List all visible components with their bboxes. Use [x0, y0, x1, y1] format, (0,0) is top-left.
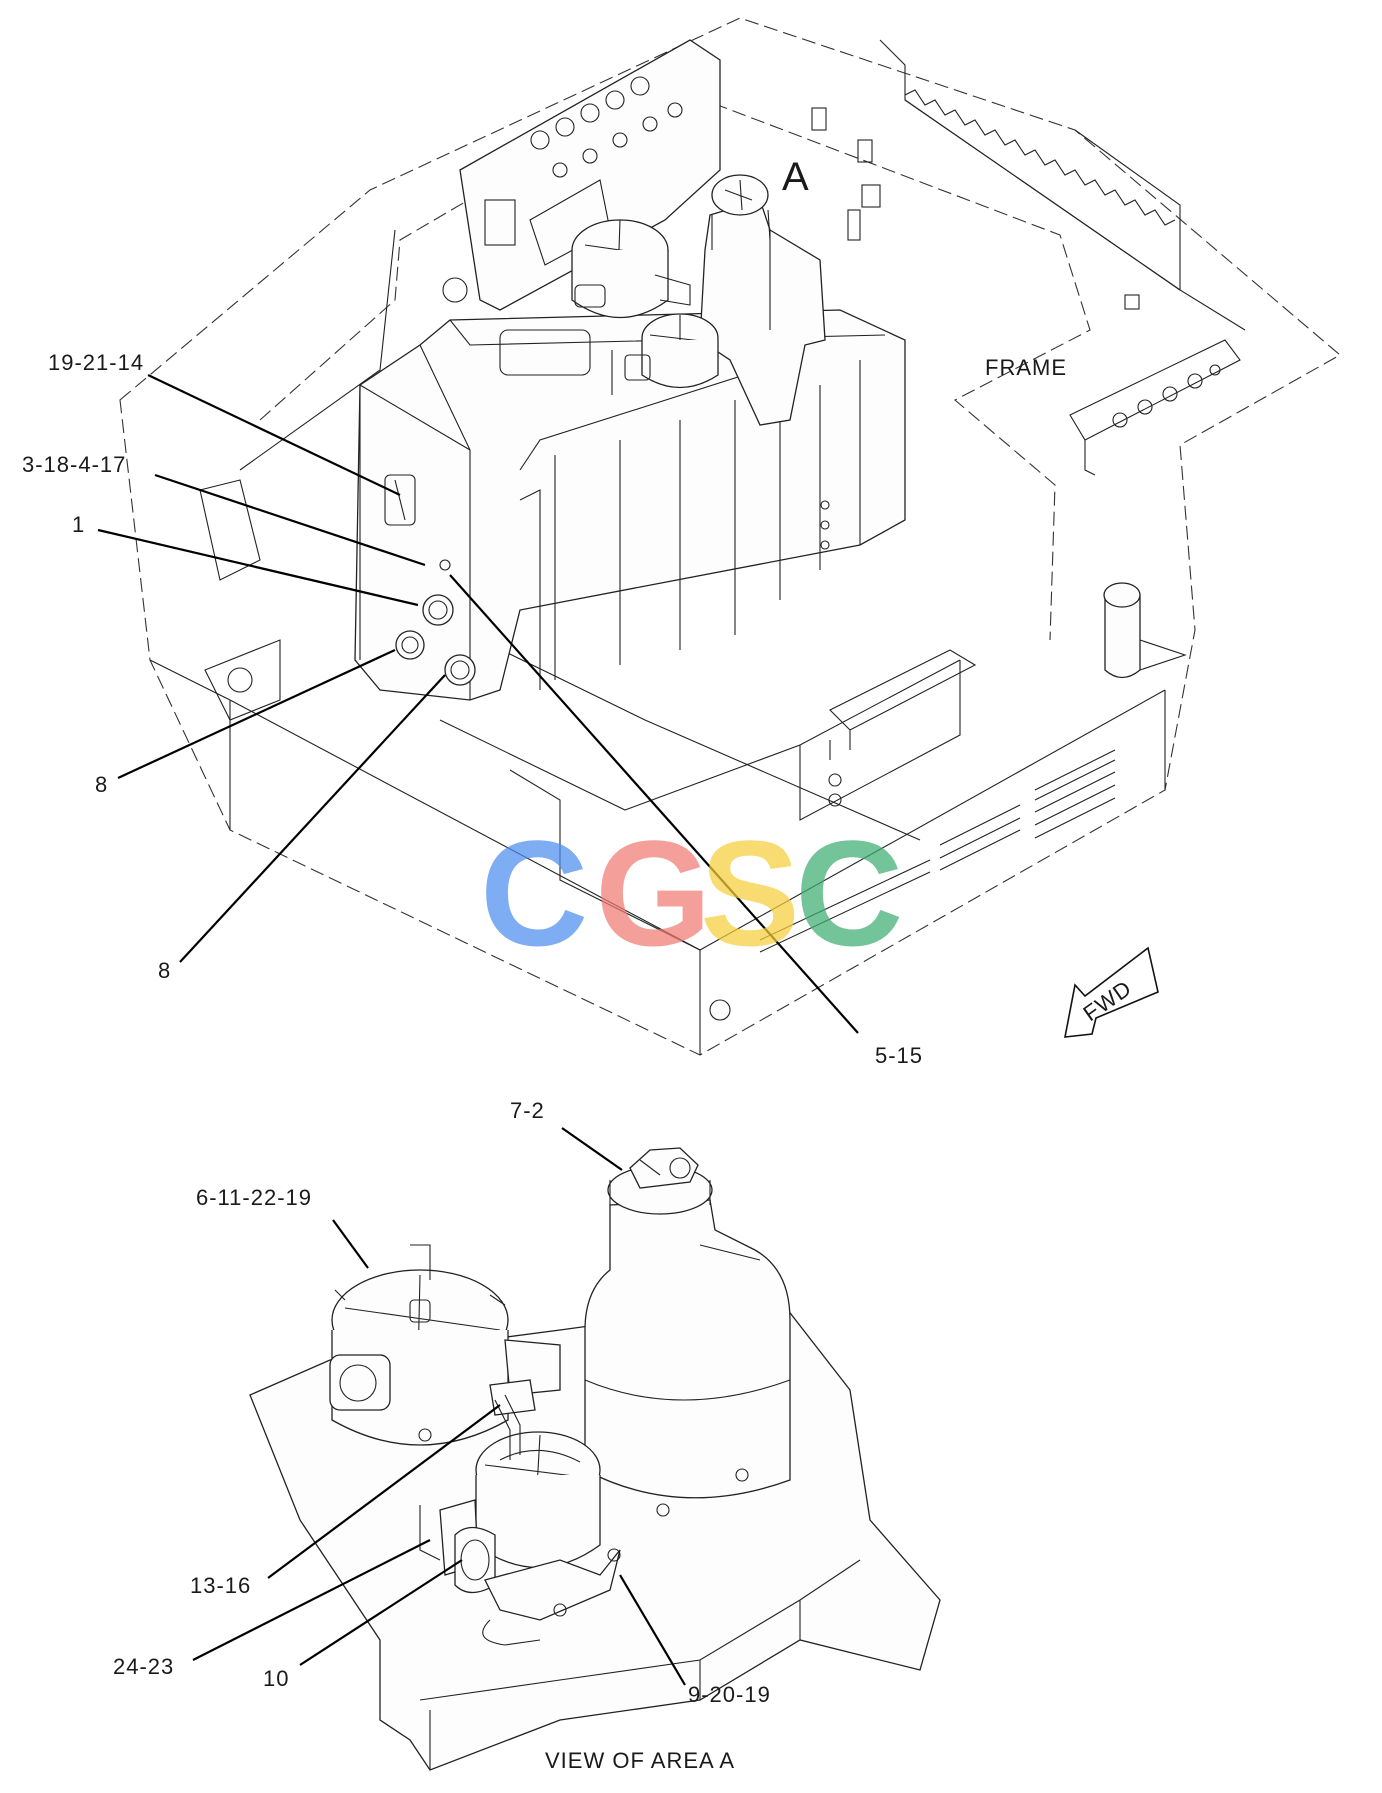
frame-label: FRAME [985, 355, 1067, 380]
fwd-arrow-icon [1064, 946, 1159, 1038]
vent-slots [759, 749, 1116, 953]
callout-8-lower: 8 [158, 958, 171, 983]
callout-3-18-4-17: 3-18-4-17 [22, 452, 126, 477]
detail-hose [494, 1394, 521, 1460]
case-drain-filter-top [611, 313, 719, 395]
filler-neck [699, 174, 826, 426]
watermark-letter-4: C [795, 809, 903, 977]
callout-6-11-22-19: 6-11-22-19 [196, 1185, 312, 1210]
callout-13-16: 13-16 [190, 1573, 251, 1598]
watermark: C G S C [480, 809, 903, 977]
area-a-bracket [811, 107, 1140, 310]
detail-leaders [192, 1127, 686, 1686]
hydraulic-tank [354, 309, 906, 701]
callout-19-21-14: 19-21-14 [48, 350, 144, 375]
area-a-marker: A [782, 155, 809, 199]
tank-side-ports [384, 474, 476, 686]
callout-10: 10 [263, 1666, 289, 1691]
detail-filler-neck [584, 1147, 791, 1517]
detail-return-filter [329, 1244, 561, 1446]
watermark-letter-3: S [700, 809, 800, 977]
callout-9-20-19: 9-20-19 [688, 1682, 771, 1707]
frame-right-rail [1069, 339, 1241, 476]
watermark-letter-1: C [480, 809, 588, 977]
return-filter-top [571, 219, 691, 319]
callout-8-upper: 8 [95, 772, 108, 797]
detail-case-drain-filter [419, 1431, 621, 1646]
callout-1: 1 [72, 512, 85, 537]
callout-24-23: 24-23 [113, 1654, 174, 1679]
callout-7-2: 7-2 [510, 1098, 545, 1123]
frame-front-details [199, 479, 977, 1021]
fwd-label: FWD [1079, 975, 1137, 1026]
mounting-post [1103, 582, 1187, 679]
top-leaders [97, 374, 859, 1034]
callout-5-15: 5-15 [875, 1043, 923, 1068]
view-caption: VIEW OF AREA A [545, 1748, 735, 1773]
frame-rack [904, 89, 1181, 291]
watermark-letter-2: G [595, 809, 712, 977]
